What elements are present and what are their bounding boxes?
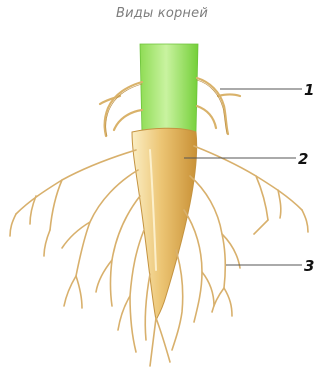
taproot — [132, 128, 197, 320]
stem — [140, 44, 198, 134]
callout-2: 2 — [298, 150, 308, 168]
callout-3: 3 — [304, 257, 314, 275]
leader-lines — [184, 89, 302, 265]
callout-1: 1 — [304, 81, 314, 99]
